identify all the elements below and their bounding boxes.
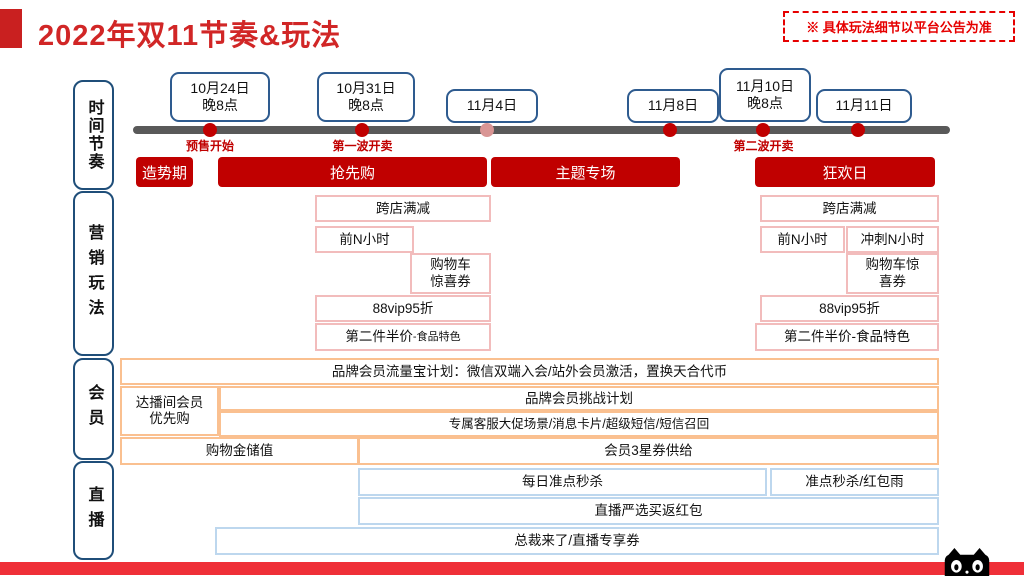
timeline-dot-nov4 (480, 123, 494, 137)
member-challenge-plan: 品牌会员挑战计划 (219, 386, 939, 411)
live-room-priority-line2: 优先购 (149, 411, 190, 426)
cart-coupon-line2: 惊喜券 (430, 273, 471, 289)
phase-bar-carnival: 狂欢日 (755, 157, 935, 187)
live-ceo-coupon: 总裁来了/直播专享券 (215, 527, 939, 555)
marketing-right-sprint-n-hours: 冲刺N小时 (846, 226, 939, 253)
milestone-presale-start: 预售开始 (185, 139, 234, 153)
section-label-timeline-text: 时间节奏 (85, 99, 103, 171)
live-flash-red-packet: 准点秒杀/红包雨 (770, 468, 939, 496)
member-shopping-gold: 购物金储值 (120, 437, 359, 465)
member-service-reach: 专属客服大促场景/消息卡片/超级短信/短信召回 (219, 411, 939, 437)
date-box-nov11: 11月11日 (816, 89, 912, 123)
section-label-timeline: 时间节奏 (73, 80, 114, 190)
date-box-oct24: 10月24日 晚8点 (170, 72, 270, 122)
section-label-marketing-text: 营销玩法 (85, 223, 103, 324)
date-line2: 晚8点 (348, 97, 384, 113)
section-label-member-text: 会员 (85, 384, 103, 434)
half-price-main: 第二件半价 (345, 329, 413, 345)
milestone-second-wave: 第二波开卖 (733, 139, 794, 153)
live-daily-flash-sale: 每日准点秒杀 (358, 468, 767, 496)
marketing-left-cross-store: 跨店满减 (315, 195, 491, 222)
timeline-dot-oct31 (355, 123, 369, 137)
live-rebate: 直播严选买返红包 (358, 497, 939, 525)
date-line1: 11月8日 (647, 97, 699, 114)
cart-coupon-line1: 购物车惊 (865, 257, 920, 273)
live-room-priority-line1: 达播间会员 (135, 394, 204, 410)
date-box-nov4: 11月4日 (446, 89, 538, 123)
date-box-nov8: 11月8日 (627, 89, 719, 123)
date-line1: 10月31日 (336, 79, 396, 96)
timeline-axis (133, 126, 950, 134)
timeline-dot-nov11 (851, 123, 865, 137)
marketing-left-half-price: 第二件半价-食品特色 (315, 323, 491, 351)
notice-box: ※ 具体玩法细节以平台公告为准 (783, 11, 1015, 42)
bottom-red-strip (0, 562, 1024, 575)
cart-coupon-line1: 购物车 (430, 257, 471, 273)
marketing-left-vip-discount: 88vip95折 (315, 295, 491, 322)
tmall-cat-icon (944, 547, 990, 576)
date-line1: 11月11日 (835, 97, 893, 114)
marketing-left-first-n-hours: 前N小时 (315, 226, 414, 253)
page-title: 2022年双11节奏&玩法 (38, 20, 342, 52)
half-price-suffix: -食品特色 (412, 330, 461, 343)
marketing-right-vip-discount: 88vip95折 (760, 295, 939, 322)
date-line2: 晚8点 (747, 95, 783, 111)
marketing-right-cart-coupon: 购物车惊 喜券 (846, 253, 939, 294)
marketing-left-cart-coupon: 购物车 惊喜券 (410, 253, 491, 294)
date-line1: 11月4日 (466, 97, 518, 114)
member-traffic-plan: 品牌会员流量宝计划：微信双端入会/站外会员激活，置换天合代币 (120, 358, 939, 385)
marketing-right-first-n-hours: 前N小时 (760, 226, 845, 253)
timeline-dot-oct24 (203, 123, 217, 137)
date-line1: 11月10日 (735, 77, 795, 94)
marketing-right-cross-store: 跨店满减 (760, 195, 939, 222)
marketing-right-half-price: 第二件半价-食品特色 (755, 323, 939, 351)
timeline-dot-nov10 (756, 123, 770, 137)
title-accent-bar (0, 9, 22, 48)
cart-coupon-line2: 喜券 (879, 273, 906, 289)
phase-bar-momentum: 造势期 (136, 157, 193, 187)
timeline-dot-nov8 (663, 123, 677, 137)
date-box-oct31: 10月31日 晚8点 (317, 72, 415, 122)
member-star-coupon: 会员3星券供给 (358, 437, 939, 465)
section-label-live: 直播 (73, 461, 114, 560)
phase-bar-theme: 主题专场 (491, 157, 680, 187)
milestone-first-wave: 第一波开卖 (332, 139, 393, 153)
section-label-member: 会员 (73, 358, 114, 460)
date-line2: 晚8点 (202, 97, 238, 113)
phase-bar-early-buy: 抢先购 (218, 157, 487, 187)
notice-text: ※ 具体玩法细节以平台公告为准 (806, 20, 992, 35)
date-box-nov10: 11月10日 晚8点 (719, 68, 811, 122)
member-live-room-priority: 达播间会员 优先购 (120, 386, 219, 436)
section-label-live-text: 直播 (85, 485, 103, 536)
section-label-marketing: 营销玩法 (73, 191, 114, 356)
date-line1: 10月24日 (190, 79, 250, 96)
